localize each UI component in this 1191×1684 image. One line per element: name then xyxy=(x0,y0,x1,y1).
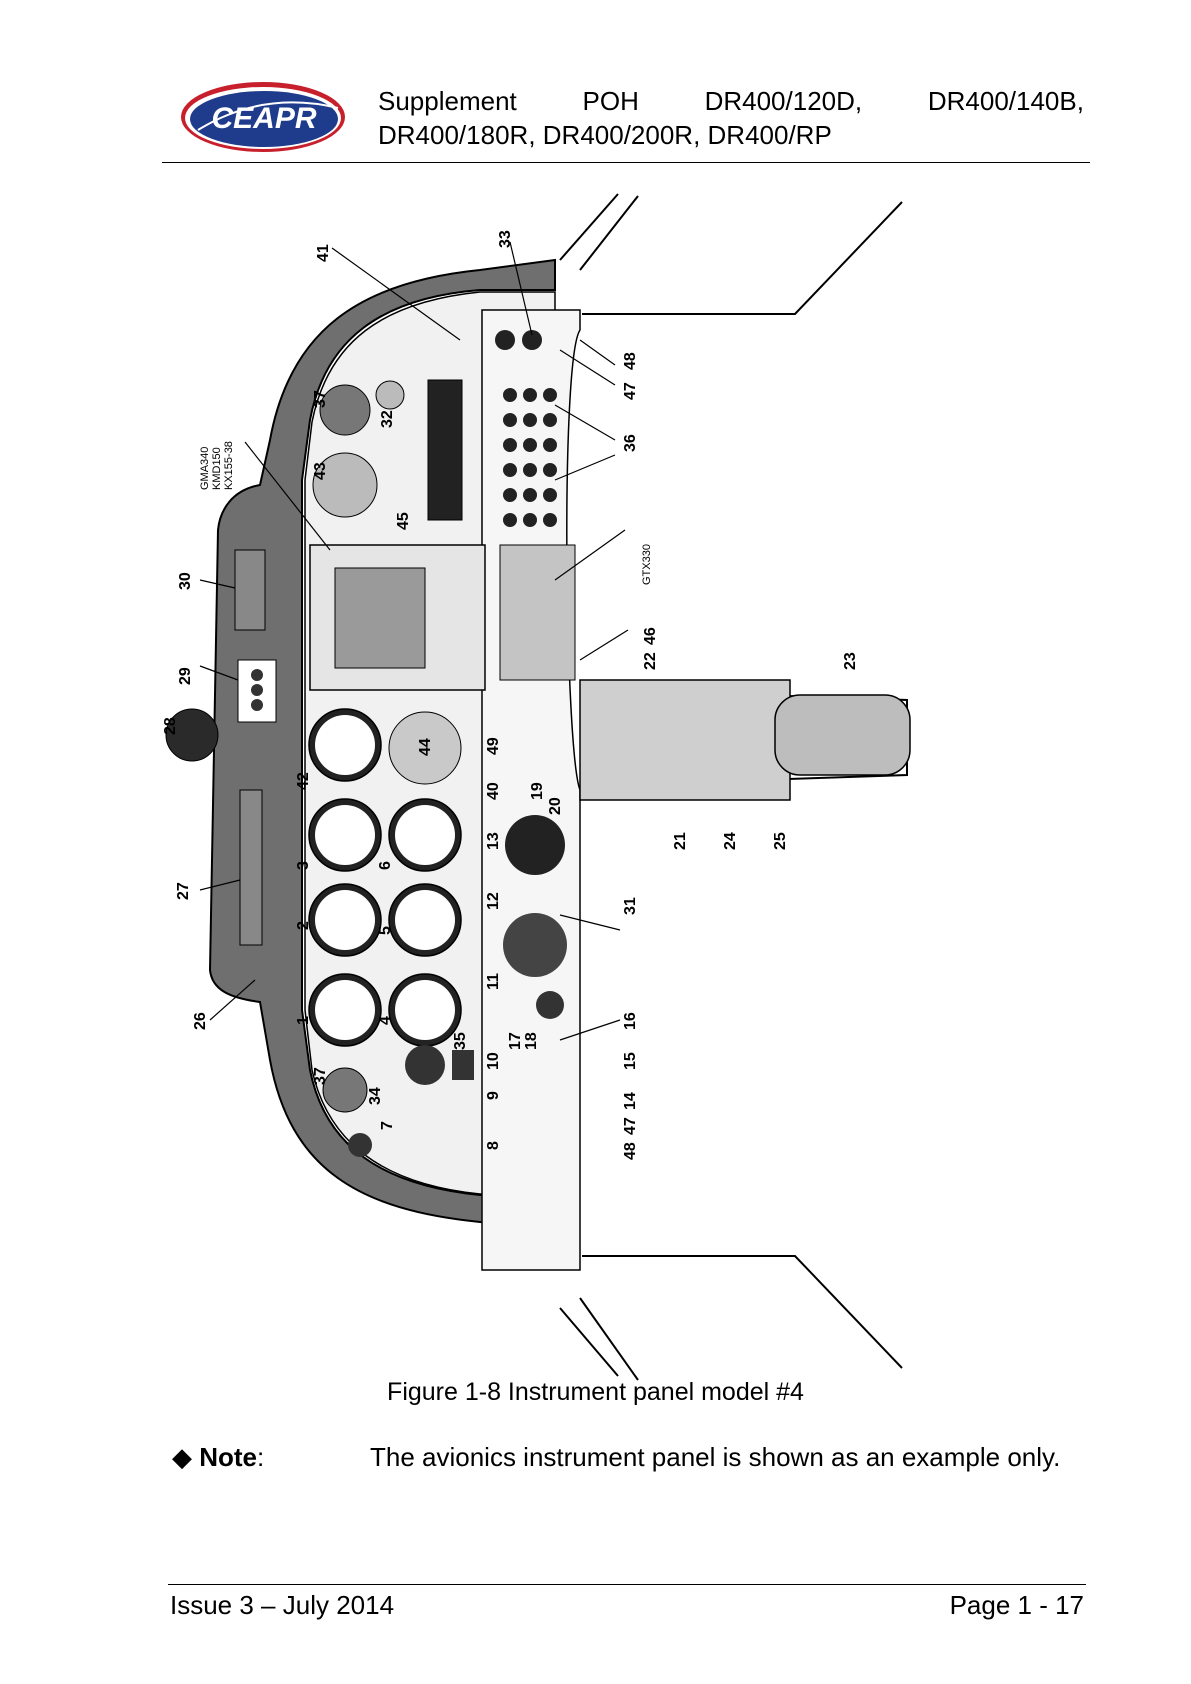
callout-12: 12 xyxy=(485,892,502,910)
issue-date: Issue 3 – July 2014 xyxy=(170,1590,395,1620)
diamond-bullet-icon: ◆ xyxy=(172,1442,192,1472)
callout-34: 34 xyxy=(367,1087,384,1105)
callout-48-bottom: 48 xyxy=(622,1142,639,1160)
transponder-unit xyxy=(499,544,576,681)
callout-4: 4 xyxy=(377,1016,394,1025)
callout-32: 32 xyxy=(379,410,396,428)
title-word: POH xyxy=(582,86,639,116)
callout-21: 21 xyxy=(672,832,689,850)
clock-34 xyxy=(405,1045,445,1085)
callout-26: 26 xyxy=(192,1012,209,1030)
title-word: DR400/140B, xyxy=(927,86,1084,116)
title-word: Supplement xyxy=(378,86,517,116)
callout-25: 25 xyxy=(772,832,789,850)
callout-31: 31 xyxy=(622,897,639,915)
callout-22: 22 xyxy=(642,652,659,670)
logo-text: CEAPR xyxy=(211,102,316,135)
yoke-tube xyxy=(774,694,911,776)
knob-37-bottom xyxy=(322,1067,368,1113)
page-footer: Issue 3 – July 2014 Page 1 - 17 xyxy=(170,1590,1084,1621)
note-label-text: Note xyxy=(199,1442,258,1472)
callout-28: 28 xyxy=(162,717,179,735)
callout-45: 45 xyxy=(395,512,412,530)
callout-37-bottom: 37 xyxy=(312,1067,329,1085)
callout-27: 27 xyxy=(175,882,192,900)
callout-6: 6 xyxy=(377,861,394,870)
callout-24: 24 xyxy=(722,832,739,850)
instrument-43 xyxy=(312,452,378,518)
callout-35: 35 xyxy=(452,1032,469,1050)
callout-42: 42 xyxy=(295,772,312,790)
callout-3: 3 xyxy=(295,861,312,870)
footer-rule xyxy=(168,1584,1086,1585)
title-word: DR400/120D, xyxy=(704,86,863,116)
callout-30: 30 xyxy=(177,572,194,590)
callout-5: 5 xyxy=(377,926,394,935)
switch-strip-27 xyxy=(239,789,263,946)
callout-46: 46 xyxy=(642,627,659,645)
callout-13: 13 xyxy=(485,832,502,850)
callout-17: 17 xyxy=(507,1032,524,1050)
document-title: Supplement POH DR400/120D, DR400/140B, D… xyxy=(378,84,1084,152)
page-number: Page 1 - 17 xyxy=(949,1590,1084,1620)
callout-44: 44 xyxy=(417,738,434,756)
instrument-faces xyxy=(315,715,455,1040)
callout-47-top: 47 xyxy=(622,382,639,400)
glareshield xyxy=(208,258,556,1232)
instrument-44 xyxy=(388,711,462,785)
callout-7: 7 xyxy=(379,1121,396,1130)
callout-37-top: 37 xyxy=(312,390,329,408)
callout-1: 1 xyxy=(295,1016,312,1025)
callout-33: 33 xyxy=(497,230,514,248)
callout-numbers: 1 2 3 4 5 6 7 8 9 10 11 12 13 14 15 16 1… xyxy=(162,230,859,1160)
callout-18: 18 xyxy=(523,1032,540,1050)
callout-23: 23 xyxy=(842,652,859,670)
callout-15: 15 xyxy=(622,1052,639,1070)
callout-41: 41 xyxy=(315,244,332,262)
circuit-breakers-36 xyxy=(495,330,557,527)
callout-40: 40 xyxy=(485,782,502,800)
note-colon: : xyxy=(257,1442,265,1472)
callout-47-bottom: 47 xyxy=(622,1117,639,1135)
title-line-2: DR400/180R, DR400/200R, DR400/RP xyxy=(378,120,832,150)
yoke-column xyxy=(579,679,791,801)
page-header: CEAPR Supplement POH DR400/120D, DR400/1… xyxy=(160,78,1084,168)
callout-20: 20 xyxy=(547,797,564,815)
knob-37-top xyxy=(319,384,371,436)
engine-display-12 xyxy=(505,815,565,875)
radio-45 xyxy=(427,379,463,521)
callout-9: 9 xyxy=(485,1091,502,1100)
equipment-labels: GMA340 KMD150 KX155-38 GTX330 xyxy=(199,441,653,585)
callout-49: 49 xyxy=(485,737,502,755)
label-kx155: KX155-38 xyxy=(223,441,235,490)
label-gma340: GMA340 xyxy=(199,447,211,490)
leader-lines xyxy=(199,241,629,1041)
label-gtx330: GTX330 xyxy=(641,544,653,585)
callout-8: 8 xyxy=(485,1141,502,1150)
note-text: The avionics instrument panel is shown a… xyxy=(370,1442,1061,1472)
gns-screen xyxy=(334,567,426,669)
note-label: ◆ Note: xyxy=(172,1440,362,1474)
callout-11: 11 xyxy=(485,973,502,990)
callout-10: 10 xyxy=(485,1052,502,1070)
compass-28 xyxy=(165,708,219,762)
figure-caption: Figure 1-8 Instrument panel model #4 xyxy=(387,1378,804,1406)
switch-strip-30 xyxy=(234,549,266,631)
callout-14: 14 xyxy=(622,1092,639,1110)
callout-19: 19 xyxy=(529,782,546,800)
callout-48-top: 48 xyxy=(622,352,639,370)
instrument-panel-figure: 1 2 3 4 5 6 7 8 9 10 11 12 13 14 15 16 1… xyxy=(162,193,911,1381)
engine-instrument-11 xyxy=(503,913,567,977)
label-kmd150: KMD150 xyxy=(211,447,223,490)
callout-2: 2 xyxy=(295,921,312,930)
callout-16: 16 xyxy=(622,1012,639,1030)
callout-43: 43 xyxy=(312,462,329,480)
ceapr-logo: CEAPR xyxy=(181,82,345,152)
callout-29: 29 xyxy=(177,667,194,685)
callout-36: 36 xyxy=(622,434,639,452)
header-rule xyxy=(162,162,1090,163)
